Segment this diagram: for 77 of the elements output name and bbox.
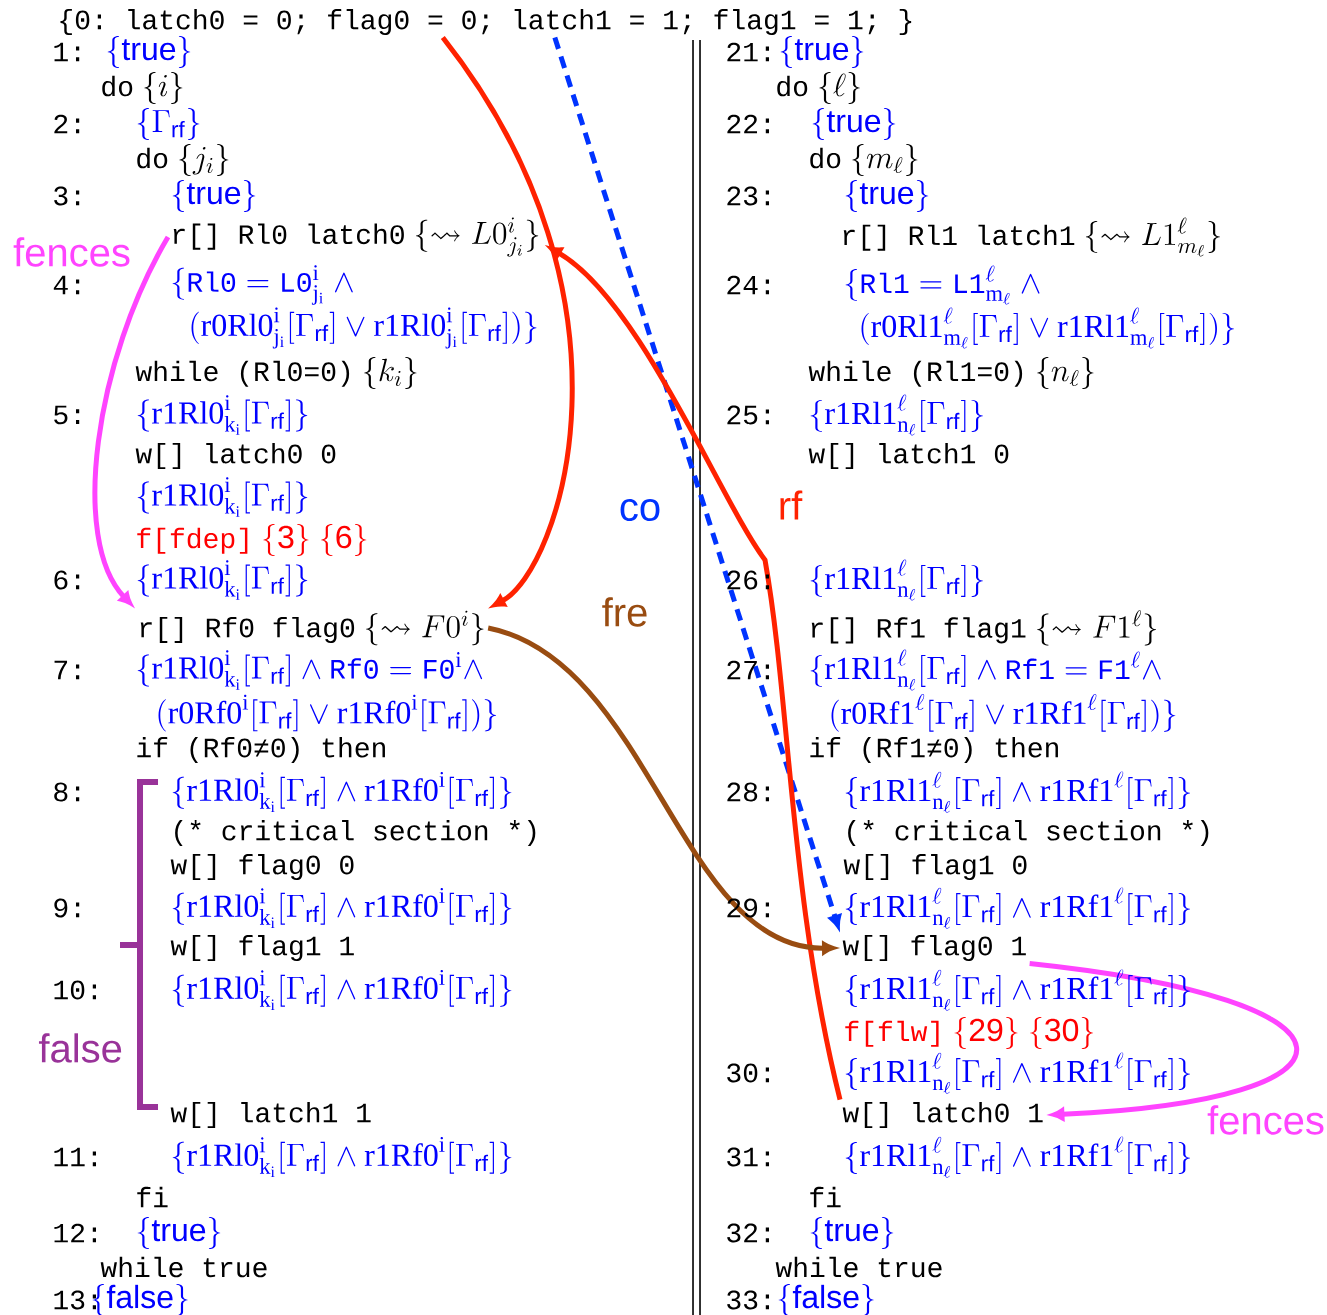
- line-number: 7:: [54, 660, 80, 680]
- assertion: $\{\mathsf{true}\}$: [810, 1217, 894, 1249]
- assertion: $(\mathrm{r0Rl0}^{\mathrm{i}}_{\mathrm{j_i}}[\Gamma_{\mathsf{rf}}] \vee \mathrm{r1Rl0}^{\mathrm{i}}_{\mathrm{j_i}}[\Gamma_{\mathsf{rf}}])\}$: [191, 307, 537, 349]
- code-line: $\texttt{while (Rl0=0)}\ \{k_i\}$: [135, 357, 417, 389]
- arrow: [92, 235, 171, 606]
- assertion: $\{\mathrm{r1Rl1}^{\ell}_{\mathrm{n}_\ell}[\Gamma_{\mathsf{rf}}] \wedge \mathtt{Rf1} = \mathtt{F1}^{\ell} \wedge$: [810, 649, 1161, 691]
- fence-instruction: $\texttt{f[fdep]}\ \{\mathsf{3}\}\ \{\mathsf{6}\}$: [137, 524, 367, 556]
- assertion: $\{\mathsf{true}\}$: [172, 180, 256, 212]
- line-number: 8:: [54, 782, 80, 802]
- line-number: 33:: [727, 1290, 769, 1310]
- arrow: [1029, 960, 1298, 1121]
- line-number: 9:: [54, 898, 80, 918]
- line-number: 4:: [53, 275, 80, 295]
- assertion: $\{\mathrm{r1Rl0}^{\mathrm{i}}_{\mathrm{k_i}}[\Gamma_{\mathsf{rf}}] \wedge \mathrm{r1Rf0}^{\mathrm{i}}[\Gamma_{\mathsf{rf}}]\}$: [172, 772, 512, 812]
- fence-instruction: $\texttt{f[flw]}\ \{\mathsf{29}\}\ \{\mathsf{30}\}$: [845, 1017, 1094, 1049]
- code-line: w[] flag1 0: [843, 853, 1027, 881]
- assertion: $\{\mathrm{r1Rl1}^{\ell}_{\mathrm{n}_\ell}[\Gamma_{\mathsf{rf}}] \wedge \mathrm{r1Rf1}^{\ell}[\Gamma_{\mathsf{rf}}]\}$: [845, 771, 1190, 813]
- code-line: $\texttt{r[] Rf1 flag1}\ \{\leadsto F1^{\ell}\}$: [811, 610, 1157, 646]
- code-line: (* critical section *): [175, 819, 536, 847]
- code-line: w[] flag1 1: [170, 934, 354, 962]
- line-number: 2:: [54, 114, 80, 134]
- code-line: $\texttt{r[] Rl1 latch1}\ \{\leadsto L1^{\ell}_{m_\ell}\}$: [843, 217, 1220, 257]
- line-number: 10:: [54, 980, 96, 1000]
- assertion: $\{\mathrm{r1Rl0}^{\mathrm{i}}_{\mathrm{k_i}}[\Gamma_{\mathsf{rf}}] \wedge \mathtt{Rf0} = \mathtt{F0}^{\mathrm{i}} \wedge$: [137, 650, 483, 690]
- line-number: 5:: [54, 405, 80, 425]
- assertion: $\{\mathrm{r1Rl0}^{\mathrm{i}}_{\mathrm{k_i}}[\Gamma_{\mathsf{rf}}] \wedge \mathrm{r1Rf0}^{\mathrm{i}}[\Gamma_{\mathsf{rf}}]\}$: [172, 1137, 512, 1177]
- code-line: (* critical section *): [848, 819, 1209, 847]
- assertion: $\{\mathrm{r1Rl1}^{\ell}_{\mathrm{n}_\ell}[\Gamma_{\mathsf{rf}}] \wedge \mathrm{r1Rf1}^{\ell}[\Gamma_{\mathsf{rf}}]\}$: [845, 887, 1190, 929]
- assertion: $(\mathrm{r0Rl1}^{\ell}_{\mathrm{m}_\ell}[\Gamma_{\mathsf{rf}}] \vee \mathrm{r1Rl1}^{\ell}_{\mathrm{m}_\ell}[\Gamma_{\mathsf{rf}}])\}$: [861, 307, 1234, 349]
- code-line: w[] flag0 0: [170, 853, 354, 881]
- code-line: w[] latch0 0: [135, 442, 336, 470]
- assertion: $\{\mathrm{r1Rl0}^{\mathrm{i}}_{\mathrm{k_i}}[\Gamma_{\mathsf{rf}}] \wedge \mathrm{r1Rf0}^{\mathrm{i}}[\Gamma_{\mathsf{rf}}]\}$: [172, 970, 512, 1010]
- line-number: 32:: [727, 1223, 769, 1243]
- assertion: $\{\mathrm{r1Rl0}^{\mathrm{i}}_{\mathrm{k_i}}[\Gamma_{\mathsf{rf}}]\}$: [137, 477, 308, 517]
- code-line: fi: [137, 1186, 168, 1208]
- assertion: $\{\mathrm{r1Rl1}^{\ell}_{\mathrm{n}_\ell}[\Gamma_{\mathsf{rf}}]\}$: [810, 394, 983, 436]
- edge-label: fences: [1207, 1105, 1324, 1135]
- assertion: $(\mathrm{r0Rf0}^{\mathrm{i}}[\Gamma_{\mathsf{rf}}] \vee \mathrm{r1Rf0}^{\mathrm{i}}[\Gamma_{\mathsf{rf}}])\}$: [158, 694, 497, 732]
- code-line: $\texttt{do}\ \{m_\ell\}$: [810, 144, 918, 176]
- line-number: 3:: [54, 186, 80, 206]
- assertion: $\{\mathrm{r1Rl1}^{\ell}_{\mathrm{n}_\ell}[\Gamma_{\mathsf{rf}}] \wedge \mathrm{r1Rf1}^{\ell}[\Gamma_{\mathsf{rf}}]\}$: [845, 1052, 1190, 1094]
- assertion: $\{\mathsf{true}\}$: [107, 36, 191, 68]
- assertion: $(\mathrm{r0Rf1}^{\ell}[\Gamma_{\mathsf{rf}}] \vee \mathrm{r1Rf1}^{\ell}[\Gamma_{\mathsf{rf}}])\}$: [831, 694, 1176, 732]
- line-number: 12:: [54, 1223, 96, 1243]
- code-line: w[] flag0 1: [842, 934, 1026, 962]
- code-line: if (Rf0≠0) then: [137, 736, 385, 764]
- code-line: $\texttt{do}\ \{i\}$: [102, 72, 183, 104]
- line-number: 31:: [727, 1147, 769, 1167]
- assertion: $\{\mathrm{r1Rl1}^{\ell}_{\mathrm{n}_\ell}[\Gamma_{\mathsf{rf}}]\}$: [810, 559, 983, 601]
- line-number: 11:: [54, 1147, 96, 1167]
- assertion: $\{\mathrm{r1Rl0}^{\mathrm{i}}_{\mathrm{k_i}}[\Gamma_{\mathsf{rf}}]\}$: [137, 395, 308, 435]
- code-line: $\texttt{r[] Rf0 flag0}\ \{\leadsto F0^{i}\}$: [140, 610, 484, 646]
- code-line: if (Rf1≠0) then: [810, 736, 1058, 764]
- line-number: 6:: [54, 570, 80, 590]
- assertion: $\{\mathtt{Rl0} = \mathtt{L0}^{\mathrm{i}}_{\mathrm{j_i}}\ \wedge$: [172, 265, 353, 305]
- assertion: $\{\mathrm{r1Rl1}^{\ell}_{\mathrm{n}_\ell}[\Gamma_{\mathsf{rf}}] \wedge \mathrm{r1Rf1}^{\ell}[\Gamma_{\mathsf{rf}}]\}$: [845, 969, 1190, 1011]
- edge-label: fences: [13, 237, 130, 267]
- code-line: while true: [775, 1256, 942, 1278]
- code-line: {0: latch0 = 0; flag0 = 0; latch1 = 1; flag1 = 1; }: [60, 8, 912, 36]
- assertion: $\{\mathsf{true}\}$: [137, 1217, 221, 1249]
- code-line: $\texttt{do}\ \{j_i\}$: [137, 144, 229, 176]
- assertion: $\{\mathrm{r1Rl1}^{\ell}_{\mathrm{n}_\ell}[\Gamma_{\mathsf{rf}}] \wedge \mathrm{r1Rf1}^{\ell}[\Gamma_{\mathsf{rf}}]\}$: [845, 1136, 1190, 1178]
- assertion: $\{\mathrm{r1Rl0}^{\mathrm{i}}_{\mathrm{k_i}}[\Gamma_{\mathsf{rf}}]\}$: [137, 560, 308, 600]
- bracket-label: false: [38, 1033, 122, 1063]
- code-line: fi: [810, 1186, 841, 1208]
- arrow: [440, 36, 575, 608]
- assertion: $\{\mathrm{r1Rl0}^{\mathrm{i}}_{\mathrm{k_i}}[\Gamma_{\mathsf{rf}}] \wedge \mathrm{r1Rf0}^{\mathrm{i}}[\Gamma_{\mathsf{rf}}]\}$: [172, 888, 512, 928]
- assertion: $\{\Gamma_{\mathsf{rf}}\}$: [137, 108, 200, 140]
- assertion: $\{\mathtt{Rl1} = \mathtt{L1}^{\ell}_{\mathrm{m}_\ell}\ \wedge$: [845, 265, 1040, 305]
- code-line: while true: [100, 1256, 267, 1278]
- line-number: 1:: [54, 42, 80, 62]
- code-line: $\texttt{while (Rl1=0)}\ \{n_\ell\}$: [808, 357, 1094, 389]
- code-line: $\texttt{r[] Rl0 latch0}\ \{\leadsto L0^{i}_{j_i}\}$: [173, 217, 539, 257]
- code-line: w[] latch1 1: [170, 1101, 371, 1129]
- code-line: w[] latch0 1: [842, 1101, 1043, 1129]
- assertion: $\{\mathsf{true}\}$: [845, 180, 929, 212]
- code-line: w[] latch1 0: [808, 442, 1009, 470]
